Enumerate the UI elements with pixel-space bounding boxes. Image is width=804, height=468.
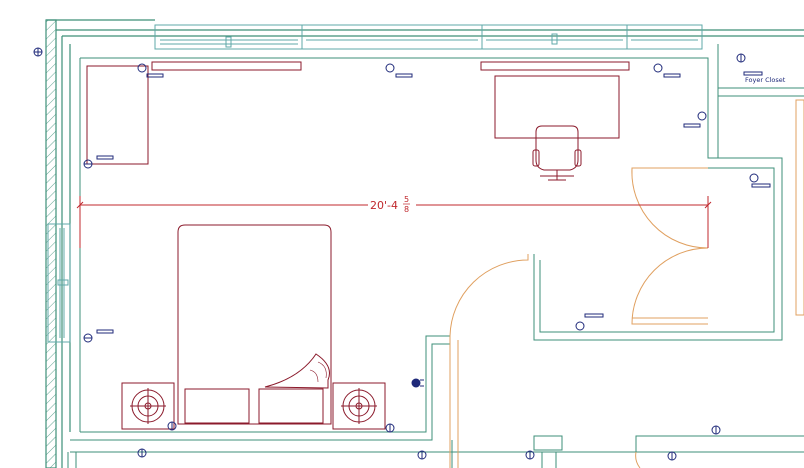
window-north-3 (481, 24, 628, 50)
outlet-symbol (683, 111, 707, 128)
pillow-right (258, 388, 324, 424)
dimension-fraction-numerator: 5 (404, 195, 409, 204)
outlet-symbol (137, 63, 164, 78)
nightstand-left (121, 382, 175, 430)
wall-shelf-left (151, 61, 302, 71)
outlet-symbol (417, 450, 427, 460)
outlet-symbol (83, 155, 114, 169)
electrical-symbols (33, 47, 771, 461)
outlet-symbol (575, 313, 604, 331)
outlet-symbol (525, 450, 535, 460)
window-north-2 (301, 24, 483, 50)
door-swings (449, 167, 709, 468)
outlet-symbol (667, 451, 677, 461)
outlet-symbol (33, 47, 43, 57)
switch-symbol (411, 378, 424, 388)
desk-chair (532, 125, 582, 181)
wall-shelf-right (480, 61, 630, 71)
outlet-symbol (653, 63, 681, 78)
exterior-walls (45, 19, 804, 468)
closet-door-upper-swing (631, 167, 709, 249)
bed (177, 224, 332, 425)
dimension-fraction-denominator: 8 (404, 205, 409, 214)
dimension-room-width: 20'-4 5 8 (76, 195, 712, 248)
folded-sheet (264, 353, 330, 389)
window-west (47, 223, 71, 343)
outlet-symbol (749, 173, 771, 188)
outlet-symbol (137, 448, 147, 458)
outlet-symbol (385, 63, 413, 78)
lower-door-swing (635, 451, 641, 468)
outlet-symbol (385, 423, 395, 433)
closet-door-lower-swing (631, 247, 709, 325)
desk (494, 75, 620, 139)
room-label-foyer-closet: Foyer Closet (745, 76, 786, 84)
outlet-symbol (711, 425, 721, 435)
windows (47, 24, 703, 343)
outlet-symbol (167, 421, 177, 431)
pillow-left (184, 388, 250, 424)
window-north-4 (626, 24, 703, 50)
nightstand-right (332, 382, 386, 430)
entry-door-swing (449, 254, 529, 337)
furniture (86, 61, 630, 430)
outlet-symbol (83, 329, 114, 343)
dresser-left (86, 65, 149, 165)
dimension-feet-inches: 20'-4 (370, 199, 398, 212)
outlet-symbol (736, 53, 763, 76)
